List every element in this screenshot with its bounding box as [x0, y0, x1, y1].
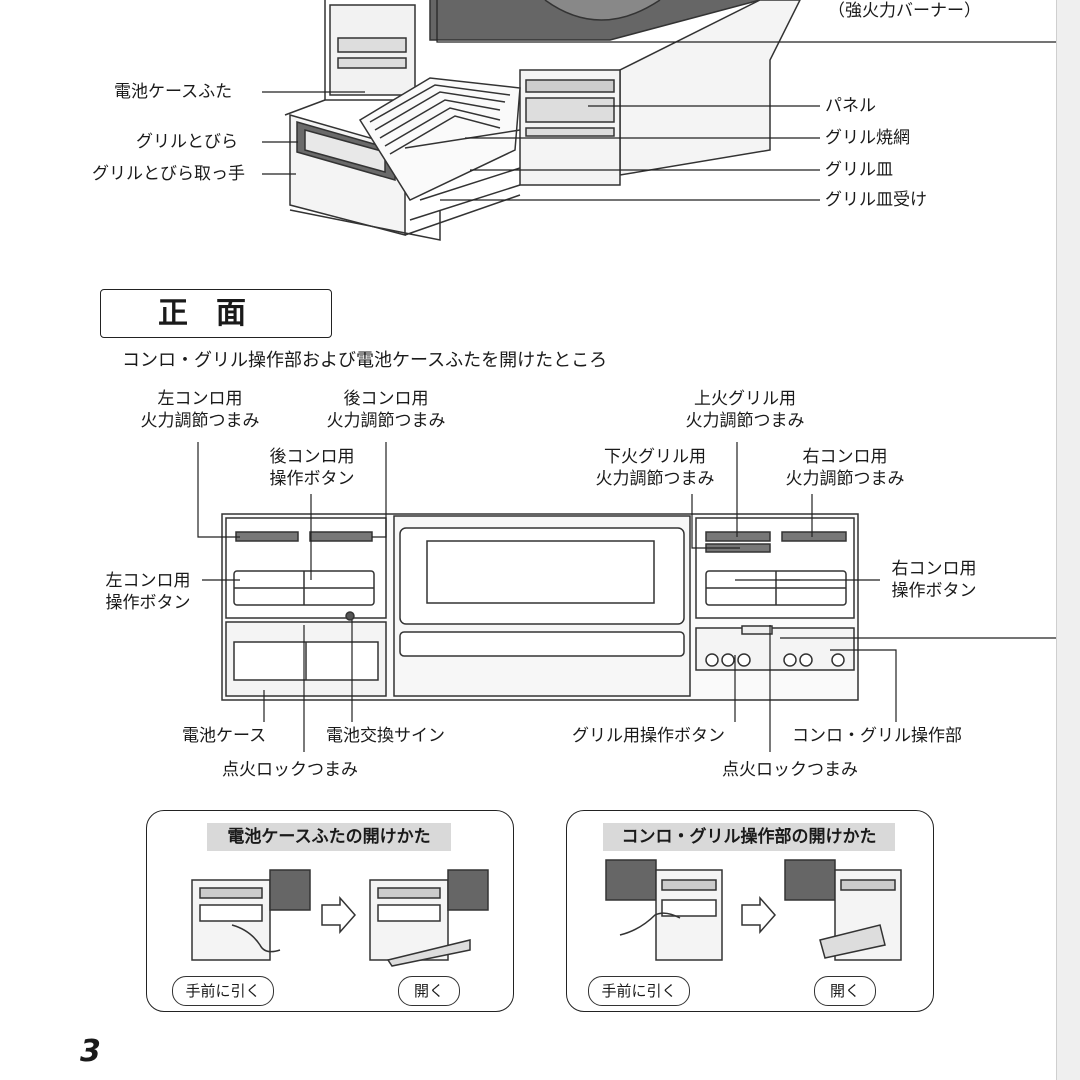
left-knob-label-line1: 左コンロ用: [157, 389, 243, 409]
grill-net-label: グリル焼網: [825, 128, 910, 148]
battery-lid-instruction-panel: 電池ケースふたの開けかた: [146, 810, 514, 1012]
right-button-label: 右コンロ用 操作ボタン: [880, 558, 988, 602]
grill-buttons-label: グリル用操作ボタン: [572, 726, 725, 746]
rear-button-label: 後コンロ用 操作ボタン: [250, 446, 374, 490]
battery-lid-step1: 手前に引く: [172, 976, 274, 1006]
cooktop-illustration: [284, 0, 801, 241]
rear-button-label-line1: 後コンロ用: [269, 447, 355, 467]
grill-pan-holder-label: グリル皿受け: [825, 190, 927, 210]
right-knob-label-line2: 火力調節つまみ: [785, 469, 905, 489]
battery-lid-steps-illustration: [191, 869, 489, 967]
grill-door-label: グリルとびら: [136, 132, 238, 152]
burner-note-label: （強火力バーナー）: [828, 1, 981, 21]
battery-sign-label: 電池交換サイン: [326, 726, 445, 746]
rear-button-label-line2: 操作ボタン: [269, 469, 355, 489]
ignition-lock-right-label: 点火ロックつまみ: [722, 760, 858, 780]
section-title: 正面: [100, 289, 332, 338]
right-knob-label-line1: 右コンロ用: [802, 447, 888, 467]
right-button-label-line1: 右コンロ用: [891, 559, 977, 579]
left-button-label-line1: 左コンロ用: [105, 571, 191, 591]
left-button-label: 左コンロ用 操作ボタン: [94, 570, 202, 614]
lower-grill-knob-label-line1: 下火グリル用: [604, 447, 706, 467]
battery-lid-panel-title: 電池ケースふたの開けかた: [207, 823, 451, 851]
battery-case-label: 電池ケース: [182, 726, 267, 746]
panel-label: パネル: [825, 96, 876, 116]
battery-lid-step2: 開く: [398, 976, 460, 1006]
rear-knob-label: 後コンロ用 火力調節つまみ: [314, 388, 458, 432]
left-knob-label: 左コンロ用 火力調節つまみ: [130, 388, 270, 432]
rear-knob-label-line2: 火力調節つまみ: [326, 411, 446, 431]
control-unit-step2: 開く: [814, 976, 876, 1006]
section-subtitle: コンロ・グリル操作部および電池ケースふたを開けたところ: [122, 350, 608, 371]
control-unit-label: コンロ・グリル操作部: [792, 726, 962, 746]
lower-grill-knob-label-line2: 火力調節つまみ: [595, 469, 715, 489]
grill-pan-label: グリル皿: [825, 160, 893, 180]
left-button-label-line2: 操作ボタン: [105, 593, 191, 613]
upper-grill-knob-label-line1: 上火グリル用: [694, 389, 796, 409]
control-unit-step1: 手前に引く: [588, 976, 690, 1006]
left-knob-label-line2: 火力調節つまみ: [140, 411, 260, 431]
control-unit-panel-title: コンロ・グリル操作部の開けかた: [603, 823, 895, 851]
right-knob-label: 右コンロ用 火力調節つまみ: [770, 446, 920, 490]
lower-grill-knob-label: 下火グリル用 火力調節つまみ: [580, 446, 730, 490]
rear-knob-label-line1: 後コンロ用: [343, 389, 429, 409]
ignition-lock-left-label: 点火ロックつまみ: [222, 760, 358, 780]
control-unit-steps-illustration: [605, 859, 902, 961]
battery-case-lid-label: 電池ケースふた: [114, 82, 233, 102]
grill-door-handle-label: グリルとびら取っ手: [92, 164, 245, 184]
upper-grill-knob-label-line2: 火力調節つまみ: [685, 411, 805, 431]
control-unit-instruction-panel: コンロ・グリル操作部の開けかた: [566, 810, 934, 1012]
page-number: 3: [80, 1034, 101, 1069]
page-edge: [1056, 0, 1080, 1080]
upper-grill-knob-label: 上火グリル用 火力調節つまみ: [670, 388, 820, 432]
front-view-illustration: [221, 513, 859, 701]
right-button-label-line2: 操作ボタン: [891, 581, 977, 601]
